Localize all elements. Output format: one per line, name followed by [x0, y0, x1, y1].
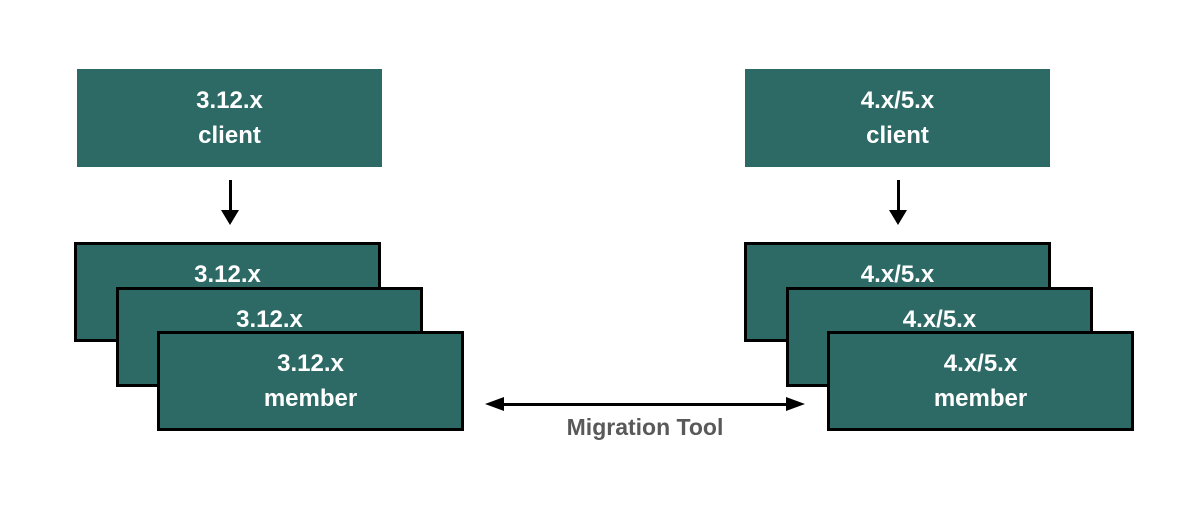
old-member-version-label: 3.12.x: [236, 306, 303, 333]
new-client-version-label: 4.x/5.x: [860, 87, 935, 114]
old-member-role-label: member: [263, 385, 358, 412]
down-arrow-icon: [889, 180, 907, 225]
migration-tool-label: Migration Tool: [566, 414, 724, 440]
old-version-client-box: 3.12.x client: [77, 69, 382, 167]
arrow-shaft: [896, 180, 900, 212]
new-member-role-label: member: [933, 385, 1028, 412]
arrow-head: [889, 210, 907, 225]
old-client-role-label: client: [198, 122, 261, 149]
new-member-version-label: 4.x/5.x: [943, 350, 1018, 377]
arrow-shaft: [228, 180, 232, 212]
new-member-version-label: 4.x/5.x: [902, 306, 977, 333]
new-client-role-label: client: [866, 122, 929, 149]
double-arrow-icon: [485, 395, 805, 413]
old-member-version-label: 3.12.x: [194, 261, 261, 288]
arrow-head-right: [786, 397, 805, 411]
new-member-box-front: 4.x/5.x member: [827, 331, 1134, 431]
arrow-shaft: [501, 402, 789, 406]
old-member-version-label: 3.12.x: [277, 350, 344, 377]
old-client-version-label: 3.12.x: [196, 87, 263, 114]
arrow-head: [221, 210, 239, 225]
arrow-head-left: [485, 397, 504, 411]
down-arrow-icon: [221, 180, 239, 225]
old-member-box-front: 3.12.x member: [157, 331, 464, 431]
new-version-client-box: 4.x/5.x client: [745, 69, 1050, 167]
new-member-version-label: 4.x/5.x: [860, 261, 935, 288]
